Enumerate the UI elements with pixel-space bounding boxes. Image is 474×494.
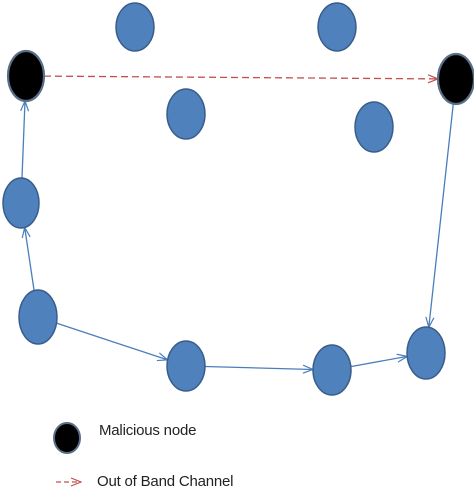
normal-node-n-mid-left	[166, 88, 206, 140]
route-arrow-n-left-to-m-left	[22, 101, 25, 179]
route-arrow-m-right-to-n-bottom-right	[429, 103, 454, 328]
legend-tunnel-label: Out of Band Channel	[97, 473, 234, 490]
normal-node-n-bottom-1	[166, 340, 206, 392]
malicious-node-m-left	[6, 49, 46, 103]
normal-node-n-mid-right	[354, 101, 394, 153]
edges-layer	[22, 76, 454, 370]
legend-malicious-node-icon	[53, 422, 81, 454]
normal-node-n-left	[2, 177, 40, 229]
route-arrow-n-bottom-left-to-n-bottom-1	[56, 322, 168, 360]
nodes-layer	[2, 2, 474, 396]
tunnel-arrow-m-left-to-m-right	[43, 76, 438, 79]
normal-node-n-bottom-2	[312, 344, 352, 396]
legend-malicious-label: Malicious node	[99, 422, 197, 439]
normal-node-n-bottom-left	[18, 289, 58, 345]
route-arrow-n-bottom-2-to-n-bottom-right	[350, 356, 407, 368]
normal-node-n-top-left	[115, 2, 155, 52]
route-arrow-n-bottom-left-to-n-left	[25, 228, 35, 291]
malicious-node-m-right	[436, 52, 474, 106]
normal-node-n-bottom-right	[406, 326, 446, 380]
legend	[53, 422, 81, 482]
normal-node-n-top-right	[317, 2, 357, 52]
route-arrow-n-bottom-1-to-n-bottom-2	[204, 367, 313, 370]
